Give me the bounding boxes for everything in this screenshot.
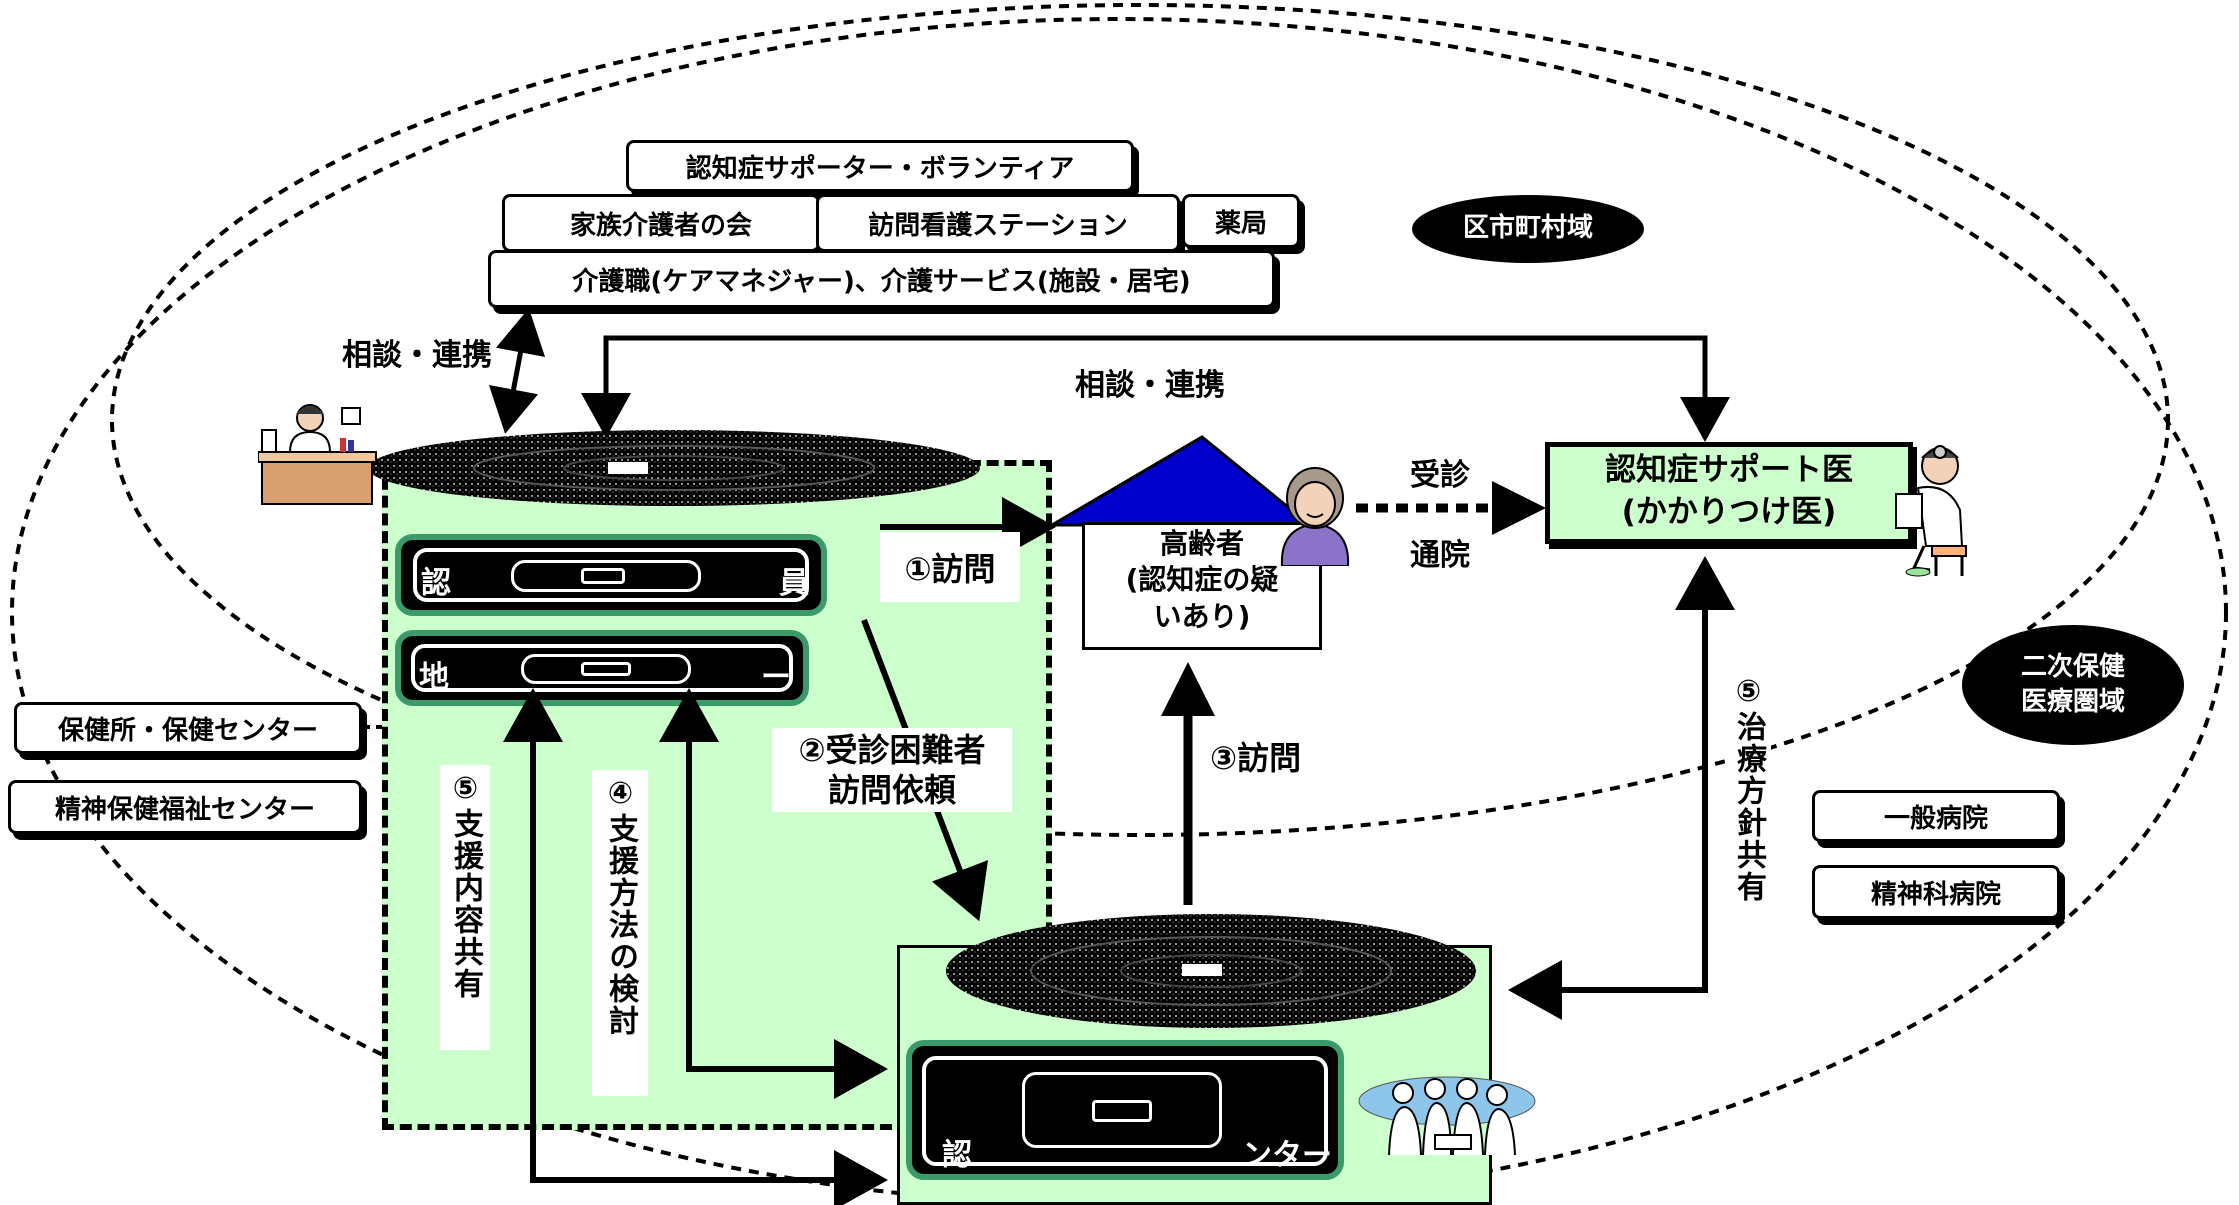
panel-glitch-frame <box>1092 1100 1152 1122</box>
psychiatric-hospital: 精神科病院 <box>1812 865 2060 919</box>
garbled-panel-1: 認 員 <box>395 534 827 616</box>
municipal-area-ellipse <box>110 3 2170 837</box>
municipal-region-label: 区市町村域 <box>1412 195 1644 263</box>
support-doctor-label: 認知症サポート医 (かかりつけ医) <box>1605 452 1853 530</box>
general-hospital: 一般病院 <box>1812 790 2060 842</box>
panel-glitch-char: 員 <box>779 566 809 601</box>
panel-glitch-frame <box>1022 1072 1222 1148</box>
share-support-content-label: ⑤支援内容共有 <box>440 765 490 1050</box>
elderly-label: 高齢者 (認知症の疑 いあり) <box>1125 527 1279 633</box>
panel-glitch-frame <box>411 644 793 692</box>
garbled-disc-top <box>368 430 980 506</box>
panel-glitch-char: ンター <box>1242 1138 1332 1173</box>
panel-glitch-frame <box>581 662 631 676</box>
panel-glitch-frame <box>521 654 691 684</box>
health-center: 保健所・保健センター <box>14 702 362 754</box>
consult-label-top: 相談・連携 <box>1075 368 1225 403</box>
secondary-area-ellipse <box>10 17 2228 1205</box>
garbled-panel-2: 地 ー <box>395 630 809 706</box>
doctor-icon <box>1895 445 1967 577</box>
consultation-desk-icon <box>258 404 377 505</box>
panel-glitch-frame <box>511 560 701 592</box>
secondary-region-label: 二次保健 医療圏域 <box>1962 625 2184 745</box>
pharmacy: 薬局 <box>1182 194 1300 248</box>
study-support-method-label: ④支援方法の検討 <box>592 770 648 1096</box>
panel-glitch-char: ー <box>761 660 791 695</box>
visiting-nurse-station: 訪問看護ステーション <box>816 194 1180 252</box>
panel-glitch-char: 認 <box>942 1138 972 1173</box>
team-meeting-icon <box>1358 1076 1536 1156</box>
tsuin-label: 通院 <box>1410 538 1470 573</box>
panel-glitch-frame <box>581 568 625 584</box>
panel-glitch-char: 地 <box>419 660 449 695</box>
panel-glitch-char: 認 <box>421 566 451 601</box>
family-caregivers-group: 家族介護者の会 <box>502 194 820 252</box>
garbled-panel-3: 認 ンター <box>906 1040 1344 1180</box>
elderly-person-icon <box>1280 467 1350 566</box>
elderly-house <box>1082 522 1322 650</box>
mental-health-welfare-center: 精神保健福祉センター <box>8 780 362 834</box>
share-treatment-policy-label: ⑤治療方針共有 <box>1725 668 1771 930</box>
panel-glitch-frame <box>413 548 809 602</box>
community-supporter-volunteer: 認知症サポーター・ボランティア <box>626 140 1134 192</box>
visit1-label: ①訪問 <box>880 532 1020 602</box>
panel-glitch-frame <box>922 1056 1328 1166</box>
visit-request-label: ②受診困難者 訪問依頼 <box>772 728 1012 812</box>
garbled-disc-bottom <box>946 914 1476 1028</box>
consult-label-left: 相談・連携 <box>342 338 492 373</box>
visit3-label: ③訪問 <box>1210 739 1302 777</box>
care-worker-services: 介護職(ケアマネジャー)、介護サービス(施設・居宅) <box>488 250 1275 308</box>
jushin-label: 受診 <box>1410 458 1470 493</box>
